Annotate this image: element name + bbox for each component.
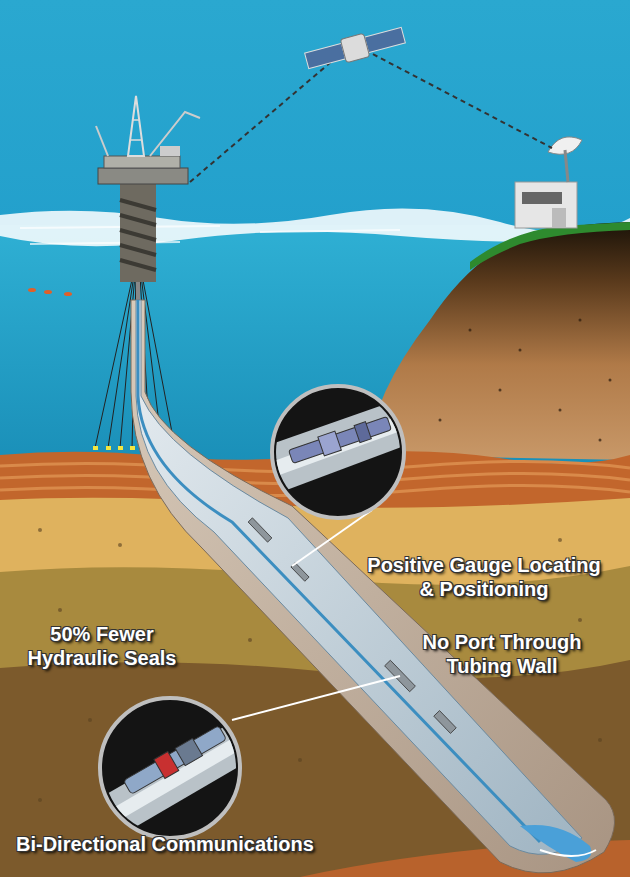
feature-label: No Port Through Tubing Wall: [398, 630, 606, 678]
feature-label: Bi-Directional Communications: [16, 832, 314, 856]
feature-label: 50% Fewer Hydraulic Seals: [12, 622, 192, 670]
feature-label: Positive Gauge Locating & Positioning: [358, 553, 610, 601]
